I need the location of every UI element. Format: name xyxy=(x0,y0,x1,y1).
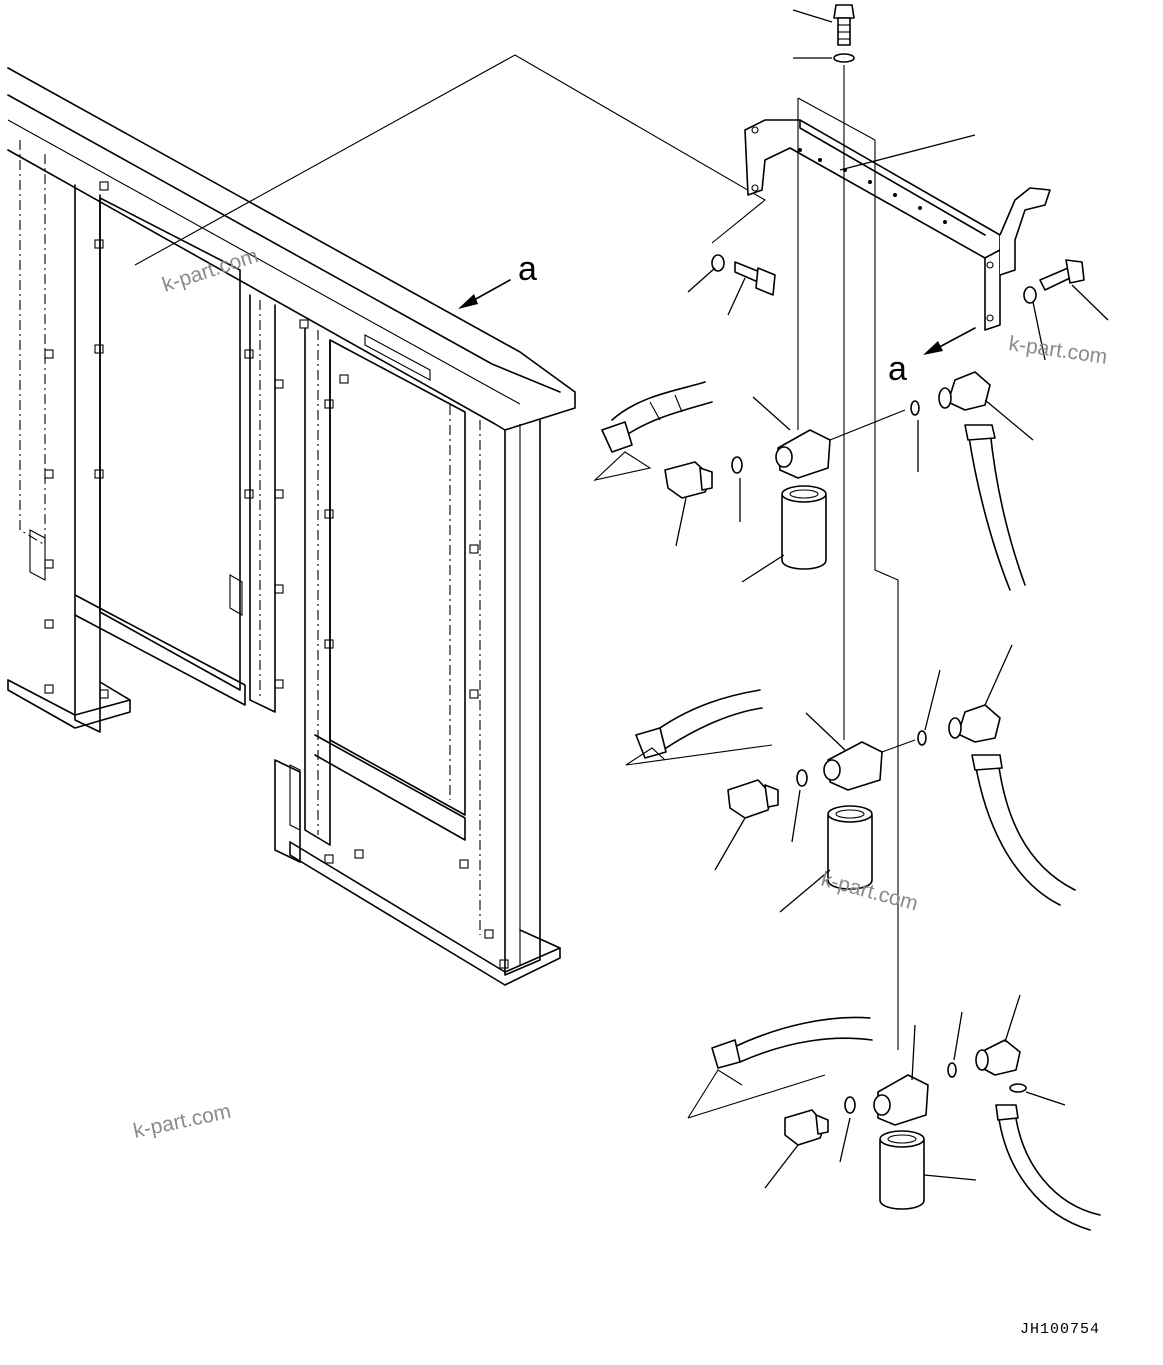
o-ring-1a xyxy=(731,456,743,474)
view-arrow-bracket xyxy=(923,327,976,355)
view-label-frame: a xyxy=(518,250,537,288)
cooler-frame xyxy=(7,67,576,986)
watermark-2: k-part.com xyxy=(1007,332,1108,369)
watermark-1: k-part.com xyxy=(159,244,260,297)
view-label-bracket: a xyxy=(888,350,907,388)
drawing-code: JH100754 xyxy=(1020,1321,1100,1338)
mounting-bracket xyxy=(744,119,1051,331)
frame-bolts xyxy=(44,181,509,969)
bracket-bolt-left xyxy=(734,261,776,296)
bracket-bolt-right xyxy=(1039,259,1085,291)
bracket-washer-left xyxy=(711,254,725,272)
filter-set-3 xyxy=(687,994,1101,1231)
filter-set-1 xyxy=(593,371,1034,591)
filter-set-2 xyxy=(625,644,1076,913)
bracket-washer-right xyxy=(1023,286,1037,304)
top-bolt xyxy=(833,4,855,46)
assembly-line-3 xyxy=(874,140,899,1050)
watermark-4: k-part.com xyxy=(131,1100,233,1143)
view-arrow-frame xyxy=(458,279,511,309)
frame-leader-line xyxy=(134,54,766,266)
top-washer xyxy=(833,53,855,63)
